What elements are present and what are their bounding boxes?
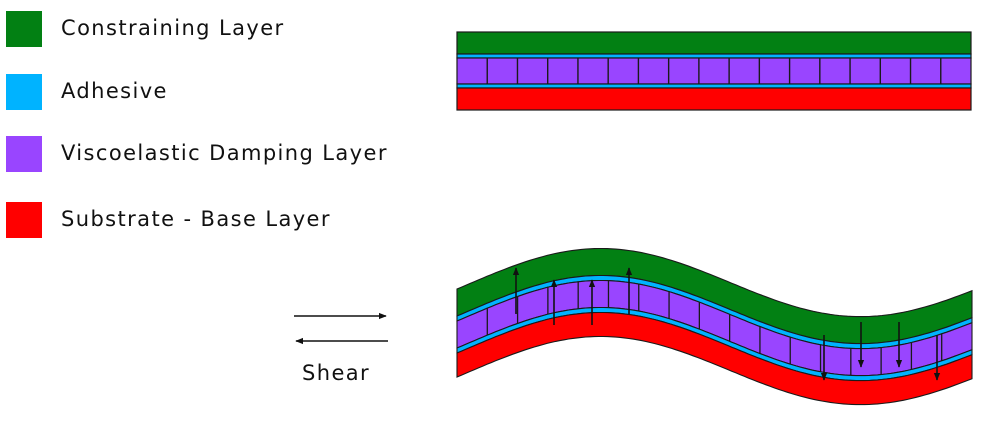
- viscoelastic-damping-layer-swatch: [6, 136, 42, 172]
- adhesive-swatch: [6, 74, 42, 110]
- shear-arrows: [294, 312, 388, 345]
- shear-label: Shear: [302, 361, 371, 385]
- tension-arrows-up: [512, 267, 633, 325]
- substrate-base-layer-swatch: [6, 202, 42, 238]
- flat-constraining-layer: [456, 31, 972, 55]
- bent-laminate: [456, 247, 973, 406]
- legend-item-viscoelastic-damping-layer: Viscoelastic Damping Layer: [6, 136, 446, 176]
- legend-label: Adhesive: [61, 79, 168, 103]
- constraining-layer-swatch: [6, 11, 42, 47]
- legend-item-substrate-base-layer: Substrate - Base Layer: [6, 202, 446, 242]
- legend-item-constraining-layer: Constraining Layer: [6, 11, 446, 51]
- legend-label: Constraining Layer: [61, 16, 285, 40]
- legend-label: Substrate - Base Layer: [61, 207, 331, 231]
- flat-substrate-layer: [456, 87, 972, 111]
- flat-laminate: [456, 31, 972, 111]
- compression-arrows-down: [820, 322, 941, 381]
- bent-substrate-layer: [456, 311, 973, 406]
- legend-item-adhesive: Adhesive: [6, 74, 446, 114]
- flat-damping-layer: [456, 57, 972, 85]
- legend-label: Viscoelastic Damping Layer: [61, 141, 388, 165]
